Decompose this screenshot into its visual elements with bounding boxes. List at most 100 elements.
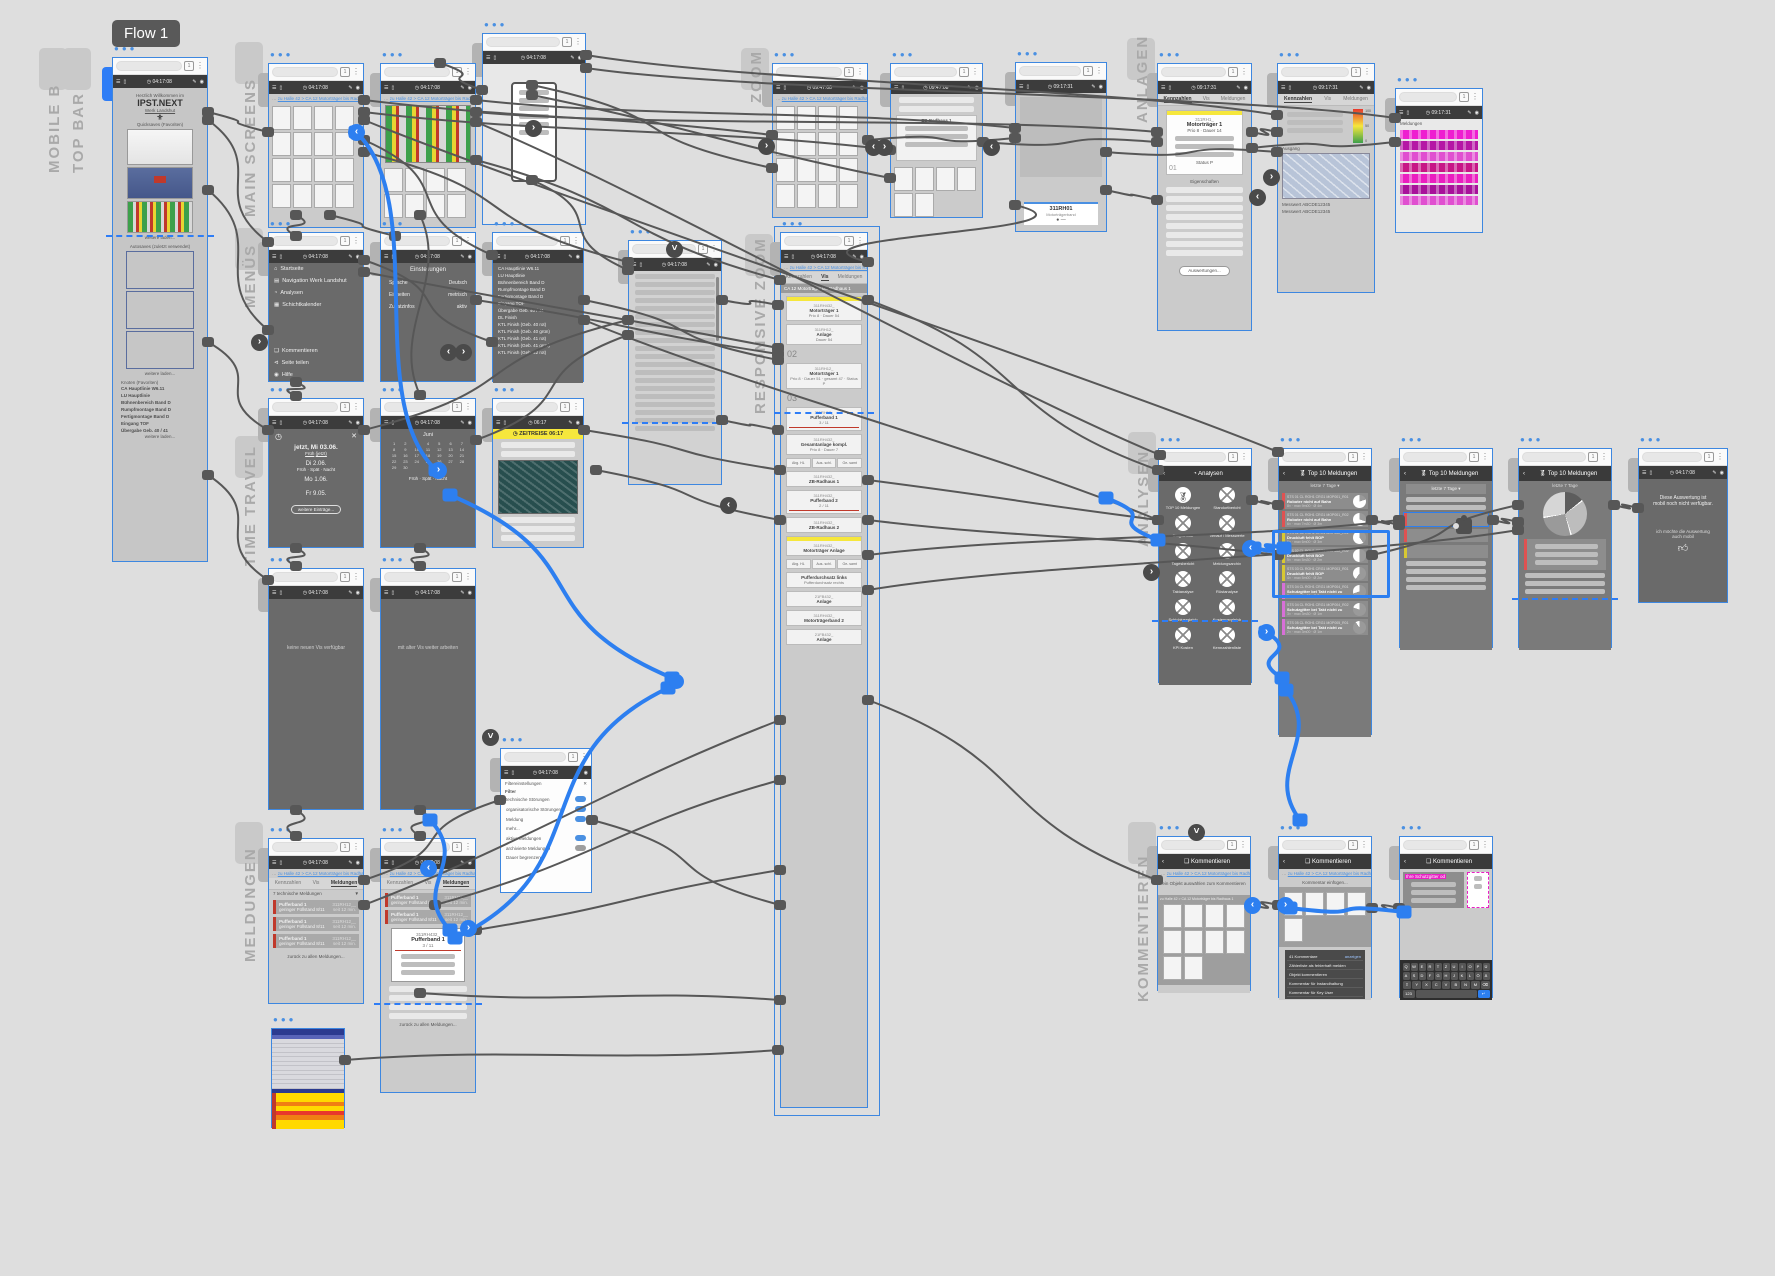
vis-card[interactable] <box>384 168 403 192</box>
back-to-all-link[interactable]: zurück zu allen Meldungen... <box>399 1022 457 1027</box>
artboard-options-icon[interactable]: ●●● <box>1520 435 1544 444</box>
analyse-tile[interactable]: Tagesbericht <box>1162 543 1204 566</box>
back-icon[interactable]: ‹ <box>1283 470 1285 477</box>
scada-vis-image[interactable] <box>385 105 471 163</box>
tab-vis[interactable]: Vis <box>424 880 432 886</box>
artboard-responsive-list[interactable]: 1 ⋮ ☰ ▯ ◷ 04:17:08 ✎ ◉ <box>628 240 722 485</box>
artboard-options-icon[interactable]: ●●● <box>502 735 526 744</box>
timetravel-day[interactable]: Di 2.06. <box>305 461 327 467</box>
back-icon[interactable]: ‹ <box>1163 470 1165 477</box>
tab-count-icon[interactable]: 1 <box>1351 67 1361 77</box>
artboard-dark-2[interactable]: 1 ⋮ ☰ ▯ ◷ 04:17:08 ✎ ◉ mit alter Vis wei… <box>380 568 476 810</box>
vis-card[interactable] <box>1184 956 1203 980</box>
flow-arrow-badge[interactable]: › <box>758 138 775 155</box>
tab-count-icon[interactable]: 1 <box>340 402 350 412</box>
back-icon[interactable]: ‹ <box>1404 470 1406 477</box>
back-icon[interactable]: ‹ <box>1404 858 1406 865</box>
address-bar[interactable] <box>1162 452 1226 462</box>
browser-menu-icon[interactable]: ⋮ <box>1240 67 1248 76</box>
tab-count-icon[interactable]: 1 <box>568 752 578 762</box>
browser-menu-icon[interactable]: ⋮ <box>1363 67 1371 76</box>
artboard-options-icon[interactable]: ●●● <box>1401 435 1425 444</box>
browser-menu-icon[interactable]: ⋮ <box>352 67 360 76</box>
top10-row[interactable] <box>1404 545 1488 558</box>
artboard-options-icon[interactable]: ●●● <box>270 385 294 394</box>
analyse-tile[interactable]: Standortbericht <box>1206 487 1248 510</box>
toggle-switch[interactable] <box>575 845 586 851</box>
account-icon[interactable]: ◉ <box>467 589 472 596</box>
key[interactable]: O <box>1466 962 1474 971</box>
account-icon[interactable]: ◉ <box>355 419 360 426</box>
artboard-options-icon[interactable]: ●●● <box>382 219 406 228</box>
meldung-stripe[interactable] <box>1400 185 1478 194</box>
address-bar[interactable] <box>384 402 450 412</box>
autosave-thumbnail[interactable] <box>126 291 194 329</box>
key[interactable]: J <box>1450 971 1458 980</box>
flow-arrow-badge[interactable]: ‹ <box>1242 540 1259 557</box>
browser-menu-icon[interactable]: ⋮ <box>572 236 580 245</box>
selected-meldung-card[interactable] <box>1524 539 1606 570</box>
favorite-node-link[interactable]: Bühnenbereich Band D <box>121 400 171 405</box>
vis-card[interactable] <box>293 132 312 156</box>
kennzahl-card[interactable]: 311RH12_ Motorträger 1 Prio 8 · Dauer 51… <box>786 363 862 389</box>
artboard-options-icon[interactable]: ●●● <box>270 50 294 59</box>
address-bar[interactable] <box>1642 452 1702 462</box>
artboard-kommentieren-1[interactable]: 1 ⋮ ‹ ❑ Kommentieren … zu Halle 42 > CA … <box>1157 836 1251 993</box>
hamburger-icon[interactable]: ☰ <box>496 253 501 260</box>
vis-card[interactable] <box>839 184 858 208</box>
tab-count-icon[interactable]: 1 <box>340 842 350 852</box>
browser-menu-icon[interactable]: ⋮ <box>710 244 718 253</box>
vis-detail-card[interactable]: ZB-Radhaus 1 <box>896 115 977 161</box>
artboard-anlage-magenta[interactable]: 1 ⋮ ☰ ▯ ◷ 09:17:31 ✎ ◉ Meldungen <box>1395 88 1483 233</box>
browser-menu-icon[interactable]: ⋮ <box>1716 452 1724 461</box>
tab-count-icon[interactable]: 1 <box>340 236 350 246</box>
share-icon[interactable]: ✎ <box>348 419 353 426</box>
vis-card[interactable] <box>1205 930 1224 954</box>
kennzahl-card[interactable]: 311RH432_ ZB-Radhaus 1 <box>786 471 862 487</box>
share-icon[interactable]: ✎ <box>1359 84 1364 91</box>
browser-menu-icon[interactable]: ⋮ <box>464 402 472 411</box>
node-link[interactable]: Übergabe Geb. 40 / 41 <box>498 308 544 313</box>
flow-arrow-badge[interactable]: › <box>1263 169 1280 186</box>
komment-action[interactable]: Kommentar für Instandhaltung <box>1287 979 1363 988</box>
vis-card[interactable] <box>894 193 913 217</box>
vis-card[interactable] <box>335 158 354 182</box>
hamburger-icon[interactable]: ☰ <box>1161 84 1166 91</box>
node-link[interactable]: Rumpfmontage Band D <box>498 287 546 292</box>
connector-wire[interactable] <box>1251 128 1278 136</box>
artboard-options-icon[interactable]: ●●● <box>114 44 138 53</box>
filter-row[interactable]: mehr... <box>506 826 520 831</box>
flow-arrow-badge[interactable]: › <box>455 344 472 361</box>
flow-arrow-badge[interactable]: ‹ <box>1249 189 1266 206</box>
analyse-tile[interactable]: Rüstanalyse <box>1206 571 1248 594</box>
browser-menu-icon[interactable]: ⋮ <box>856 67 864 76</box>
share-icon[interactable]: ✎ <box>348 253 353 260</box>
connector-wire[interactable] <box>1613 503 1639 510</box>
artboard-analysen-menu[interactable]: 1 ⋮ ‹ ◔ Analysen 🏅︎ TOP 10 Meldungen Sta… <box>1158 448 1252 685</box>
flow-arrow-badge[interactable]: ˅ <box>482 729 499 746</box>
connector-wire[interactable] <box>1105 189 1158 201</box>
hamburger-icon[interactable]: ☰ <box>272 253 277 260</box>
share-icon[interactable]: ✎ <box>460 589 465 596</box>
breadcrumb[interactable]: … zu Halle 42 > CA 12 Motorträger bis Ra… <box>384 96 475 101</box>
vis-card[interactable] <box>384 194 403 218</box>
artboard-timetravel[interactable]: 1 ⋮ ☰ ▯ ◷ 04:17:08 ✎ ◉ ◷ ✕ jetzt, Mi 03.… <box>268 398 364 548</box>
vis-card[interactable] <box>818 106 837 130</box>
quicksave-thumbnail[interactable] <box>127 167 193 199</box>
zeitreise-banner[interactable]: ◷ ZEITREISE 06:17 <box>493 429 583 439</box>
connector-wire[interactable] <box>207 111 269 133</box>
filter-row[interactable]: archivierte Meldungen <box>501 843 591 853</box>
artboard-options-icon[interactable]: ●●● <box>1397 75 1421 84</box>
meldung-stripe[interactable] <box>1400 141 1478 150</box>
tab-count-icon[interactable]: 1 <box>1348 452 1358 462</box>
analyse-tile[interactable]: 🏅︎ TOP 10 Meldungen <box>1162 487 1204 510</box>
address-bar[interactable] <box>1282 452 1346 462</box>
load-more-link[interactable]: weitere laden... <box>144 235 176 240</box>
kennzahl-card[interactable]: Pufferdurchsatz links Pufferdurchsatz re… <box>786 572 862 588</box>
timetravel-day[interactable]: Mo 1.06. <box>304 477 328 483</box>
flow-arrow-badge[interactable]: ‹ <box>983 139 1000 156</box>
